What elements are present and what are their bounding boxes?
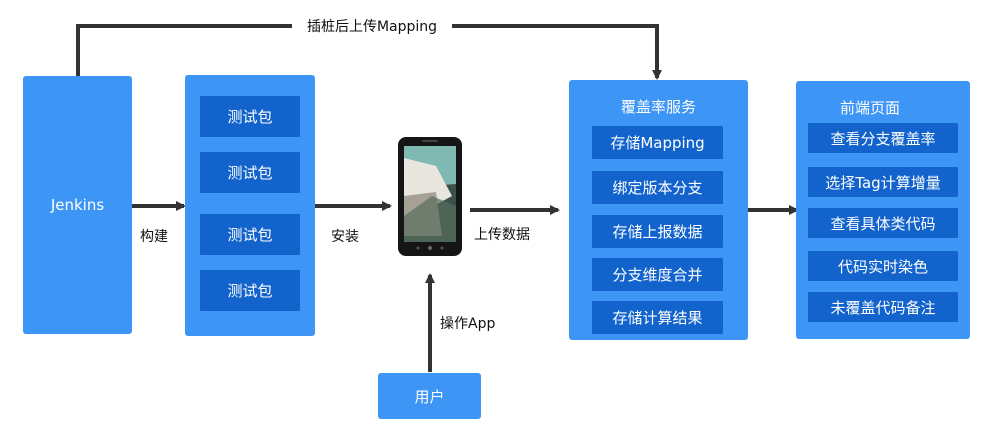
- test-package-group: 测试包 测试包 测试包 测试包: [185, 75, 315, 336]
- coverage-service-title: 覆盖率服务: [620, 98, 696, 116]
- test-package: 测试包: [200, 96, 300, 137]
- coverage-service-item: 分支维度合并: [592, 258, 723, 291]
- jenkins-label: Jenkins: [50, 196, 105, 214]
- coverage-service-item: 存储计算结果: [592, 301, 723, 334]
- frontend-item: 未覆盖代码备注: [808, 292, 958, 322]
- jenkins-box: Jenkins: [23, 76, 132, 334]
- operate-app-label: 操作App: [440, 316, 496, 332]
- user-box: 用户: [378, 373, 481, 419]
- coverage-service-item: 存储上报数据: [592, 215, 723, 248]
- test-package: 测试包: [200, 152, 300, 193]
- test-package: 测试包: [200, 214, 300, 255]
- install-label: 安装: [331, 229, 359, 245]
- frontend-item: 查看具体类代码: [808, 208, 958, 238]
- frontend-panel: 前端页面 查看分支覆盖率 选择Tag计算增量 查看具体类代码 代码实时染色 未覆…: [796, 81, 970, 339]
- build-label: 构建: [140, 229, 168, 245]
- mapping-upload-label: 插桩后上传Mapping: [292, 16, 452, 38]
- frontend-title: 前端页面: [840, 99, 901, 117]
- frontend-item: 查看分支覆盖率: [808, 123, 958, 153]
- phone-illustration: [396, 136, 464, 257]
- coverage-service-item: 绑定版本分支: [592, 171, 723, 204]
- upload-data-label: 上传数据: [474, 227, 530, 243]
- frontend-item: 代码实时染色: [808, 251, 958, 281]
- coverage-service-panel: 覆盖率服务 存储Mapping 绑定版本分支 存储上报数据 分支维度合并 存储计…: [569, 80, 748, 340]
- phone-icon: [398, 137, 462, 256]
- frontend-item: 选择Tag计算增量: [808, 167, 958, 197]
- user-label: 用户: [414, 387, 445, 406]
- test-package: 测试包: [200, 270, 300, 311]
- coverage-service-item: 存储Mapping: [592, 126, 723, 159]
